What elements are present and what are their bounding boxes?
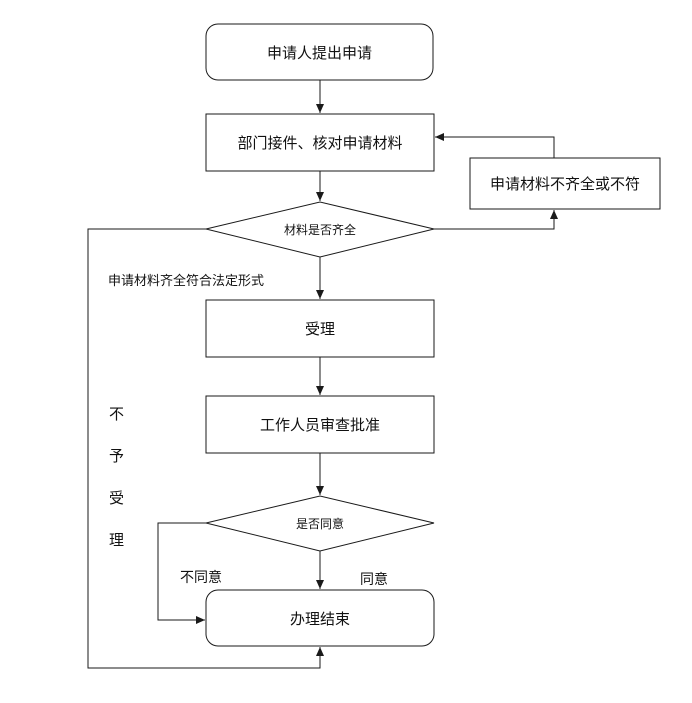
review-materials-node-label: 部门接件、核对申请材料 [237, 134, 403, 152]
start-node-label: 申请人提出申请 [266, 43, 372, 62]
accept-node-label: 受理 [304, 320, 335, 338]
staff-review-node-label: 工作人员审查批准 [259, 416, 380, 434]
end-node-shape [205, 589, 435, 647]
incomplete-node-label: 申请材料不齐全或不符 [489, 175, 640, 193]
accept-node-shape [205, 299, 435, 358]
edge-label-not-accepted-3: 受 [109, 489, 125, 507]
arrow-decision-to-incomplete [434, 210, 558, 230]
arrow-not-accepted-to-end [87, 228, 324, 669]
edge-label-not-accepted-2: 予 [109, 447, 125, 465]
end-node-label: 办理结束 [289, 609, 350, 628]
arrow-incomplete-to-review [435, 133, 555, 158]
incomplete-node-shape [469, 157, 661, 210]
decision-agree-shape [205, 495, 435, 552]
edge-label-not-accepted-1: 不 [109, 405, 125, 423]
arrow-disagree-to-end [157, 522, 206, 624]
review-materials-node-shape [205, 113, 435, 172]
staff-review-node-shape [205, 395, 435, 454]
decision-complete-label: 材料是否齐全 [283, 223, 356, 237]
edge-label-not-accepted-4: 理 [109, 531, 125, 549]
edge-label-agree: 同意 [360, 572, 388, 588]
decision-agree-label: 是否同意 [295, 517, 344, 531]
edge-label-disagree: 不同意 [180, 570, 222, 586]
edge-label-complete-conforms: 申请材料齐全符合法定形式 [108, 274, 265, 289]
